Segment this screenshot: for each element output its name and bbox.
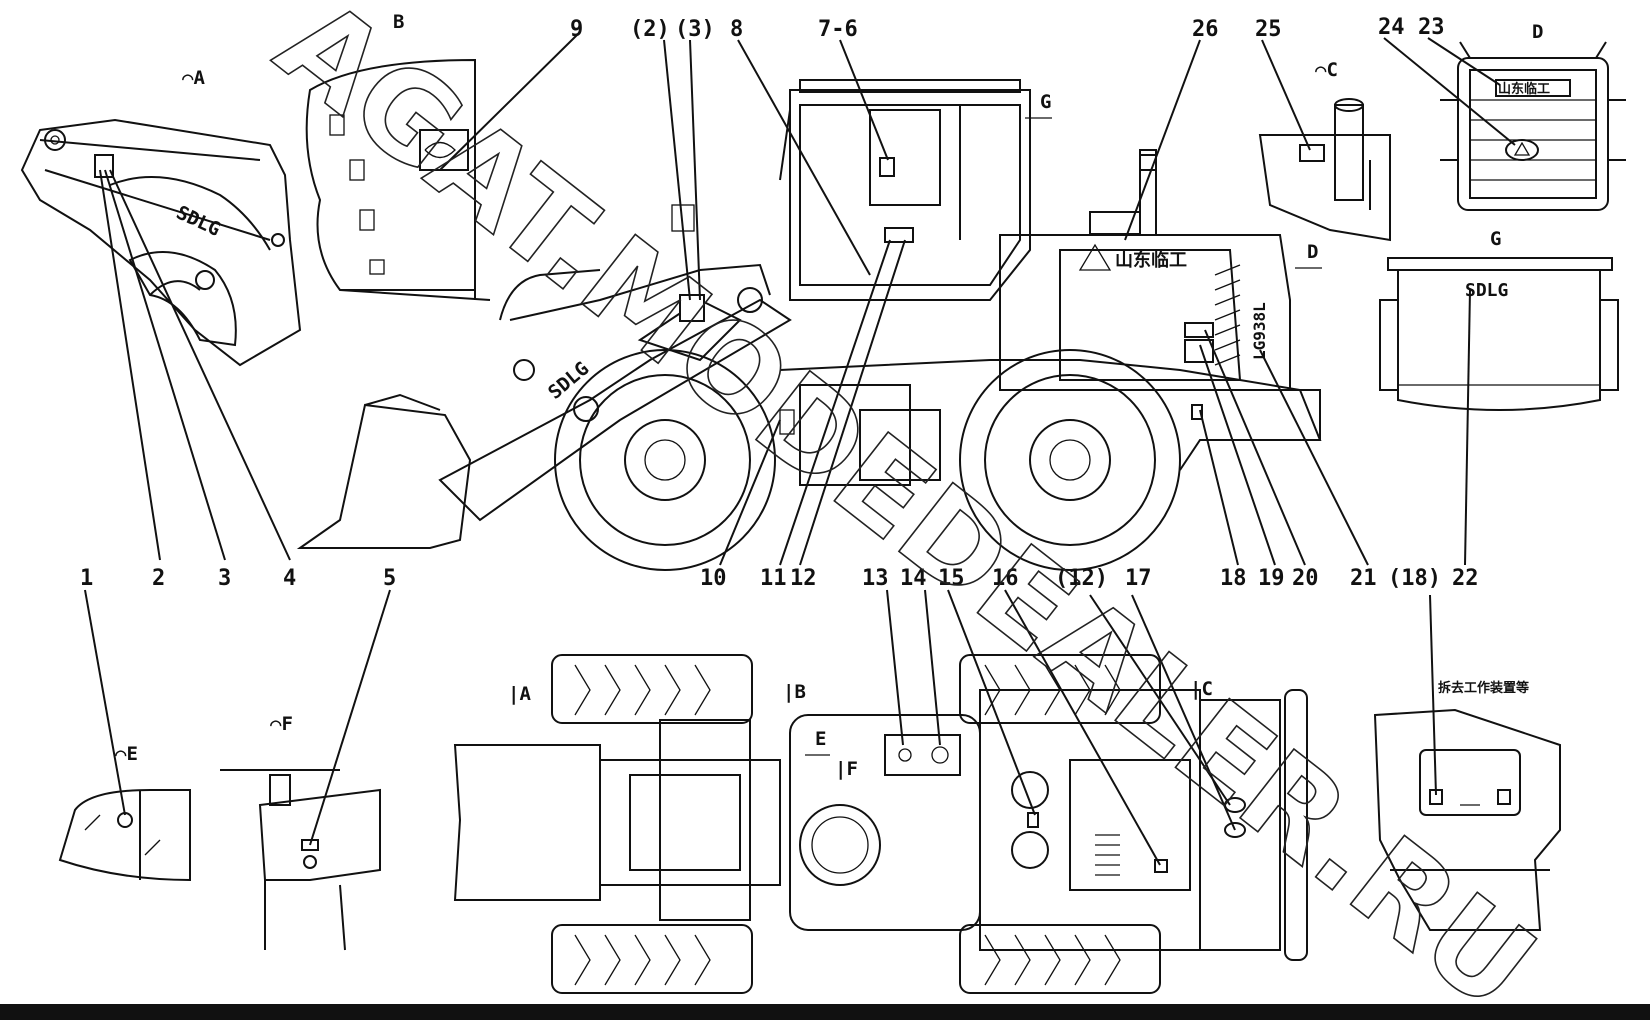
callout-p12: (12) <box>1055 566 1108 591</box>
view-removed-device: 拆去工作装置等 <box>1373 680 1561 931</box>
callout-15: 15 <box>938 566 965 591</box>
callout-20: 20 <box>1292 566 1319 591</box>
callout-7-6: 7-6 <box>818 17 858 42</box>
direction-arrows: G D <box>805 91 1322 756</box>
hood-grille <box>1214 264 1241 366</box>
section-b: |B <box>783 681 806 703</box>
callout-12: 12 <box>790 566 817 591</box>
view-a-boom-detail: ⌒A SDLG <box>20 67 302 367</box>
view-e-detail: ⌒E <box>58 743 191 882</box>
arrow-g: G <box>1040 91 1051 113</box>
callout-p2: (2) <box>630 17 670 42</box>
model-label: LG938L <box>1250 302 1269 360</box>
view-label-g: G <box>1490 228 1501 250</box>
bottom-band <box>0 1004 1650 1020</box>
callout-9: 9 <box>570 17 583 42</box>
section-c: |C <box>1190 678 1213 700</box>
callout-1: 1 <box>80 566 93 591</box>
callout-17: 17 <box>1125 566 1152 591</box>
callout-26: 26 <box>1192 17 1219 42</box>
loader-top-view: |A |B |C E |F <box>453 654 1308 994</box>
view-g-top: G SDLG <box>1379 228 1619 411</box>
section-a: |A <box>508 683 531 705</box>
view-label-f: ⌒F <box>270 713 293 735</box>
arrow-f: |F <box>835 758 858 780</box>
callout-23: 23 <box>1418 15 1445 40</box>
callout-18: 18 <box>1220 566 1247 591</box>
rear-logo: SDLG <box>1465 280 1508 301</box>
view-label-e: ⌒E <box>115 743 138 765</box>
callout-p3: (3) <box>675 17 715 42</box>
callout-10: 10 <box>700 566 727 591</box>
rear-cn-brand: 山东临工 <box>1498 81 1550 97</box>
view-label-d: D <box>1532 21 1543 43</box>
callout-22: 22 <box>1452 566 1479 591</box>
callout-21: 21 <box>1350 566 1377 591</box>
callout-25: 25 <box>1255 17 1282 42</box>
callout-8: 8 <box>730 17 743 42</box>
leader-lines <box>84 34 1516 866</box>
callout-13: 13 <box>862 566 889 591</box>
callout-labels: 9 (2) (3) 8 7-6 26 25 24 23 2 3 4 10 11 … <box>80 15 1479 591</box>
callout-19: 19 <box>1258 566 1285 591</box>
view-d-rear: D 山东临工 <box>1440 21 1626 211</box>
view-label-b: B <box>393 11 404 33</box>
arrow-d: D <box>1307 241 1318 263</box>
hood-cn-brand: 山东临工 <box>1115 249 1187 271</box>
callout-16: 16 <box>992 566 1019 591</box>
view-d-slats <box>1470 99 1596 181</box>
callout-2: 2 <box>152 566 165 591</box>
arrow-e: E <box>815 728 826 750</box>
boom-logo-a: SDLG <box>173 202 224 241</box>
callout-11: 11 <box>760 566 787 591</box>
callout-p18: (18) <box>1388 566 1441 591</box>
callout-14: 14 <box>900 566 927 591</box>
top-view-grille <box>1095 834 1120 876</box>
callout-4: 4 <box>283 566 296 591</box>
removed-device-title: 拆去工作装置等 <box>1438 680 1529 696</box>
view-label-a: ⌒A <box>182 67 205 89</box>
callout-24: 24 <box>1378 15 1405 40</box>
callout-3: 3 <box>218 566 231 591</box>
view-c-detail: ⌒C <box>1258 59 1391 242</box>
view-f-detail: ⌒F <box>220 713 381 951</box>
callout-5: 5 <box>383 566 396 591</box>
view-label-c: ⌒C <box>1315 59 1338 81</box>
